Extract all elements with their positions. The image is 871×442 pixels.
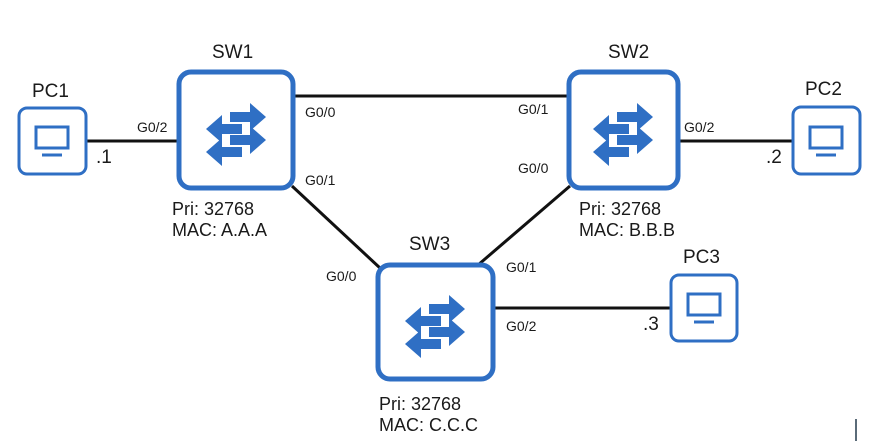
switch-icon (206, 103, 266, 166)
sw2-name: SW2 (608, 42, 650, 63)
sw1-name: SW1 (212, 42, 254, 63)
port-label-sw3-g0-0: G0/0 (326, 268, 357, 284)
sw3-name: SW3 (409, 234, 451, 255)
sw1-info: Pri: 32768 MAC: A.A.A (172, 199, 267, 241)
switch-sw2[interactable] (566, 69, 681, 191)
arrow-left-icon (206, 138, 242, 166)
pc-monitor-icon (686, 292, 722, 324)
arrow-right-icon (617, 103, 653, 131)
sw2-info: Pri: 32768 MAC: B.B.B (579, 199, 675, 241)
pc3-ip: .3 (643, 314, 659, 335)
arrow-left-icon (593, 138, 629, 166)
switch-icon (593, 103, 653, 166)
pc-monitor-icon (34, 125, 70, 157)
sw2-mac: MAC: B.B.B (579, 220, 676, 240)
switch-sw1[interactable] (176, 69, 296, 191)
monitor-screen-icon (686, 292, 722, 317)
arrow-right-icon (429, 295, 465, 323)
sw1-priority: Pri: 32768 (172, 199, 255, 219)
port-label-sw1-g0-0: G0/0 (305, 104, 336, 120)
arrow-left-icon (593, 115, 629, 143)
pc3-name: PC3 (683, 247, 720, 268)
pc2-ip: .2 (766, 147, 782, 168)
port-label-sw3-g0-2: G0/2 (506, 318, 537, 334)
switch-icon (405, 295, 465, 358)
port-label-sw1-g0-2: G0/2 (137, 119, 168, 135)
pc1-name: PC1 (32, 81, 69, 102)
link-sw1-sw3 (290, 184, 382, 270)
pc-pc2[interactable] (791, 105, 862, 176)
sw3-priority: Pri: 32768 (379, 394, 462, 414)
sw1-mac: MAC: A.A.A (172, 220, 268, 240)
pc-monitor-icon (808, 125, 844, 157)
sw3-mac: MAC: C.C.C (379, 415, 478, 435)
port-label-sw2-g0-0: G0/0 (518, 160, 549, 176)
arrow-left-icon (405, 307, 441, 335)
arrow-right-icon (230, 126, 266, 154)
monitor-screen-icon (808, 125, 844, 150)
pc-pc1[interactable] (17, 106, 88, 176)
sw2-priority: Pri: 32768 (579, 199, 662, 219)
link-sw2-sw3 (477, 184, 571, 267)
arrow-left-icon (405, 330, 441, 358)
port-label-sw1-g0-1: G0/1 (305, 172, 336, 188)
arrow-right-icon (230, 103, 266, 131)
port-label-sw2-g0-1: G0/1 (518, 101, 549, 117)
text-cursor-mark (855, 419, 857, 441)
pc2-name: PC2 (805, 79, 842, 100)
port-label-sw2-g0-2: G0/2 (684, 119, 715, 135)
pc1-ip: .1 (96, 147, 112, 168)
port-label-sw3-g0-1: G0/1 (506, 259, 537, 275)
pc-pc3[interactable] (669, 273, 739, 343)
monitor-screen-icon (34, 125, 70, 150)
sw3-info: Pri: 32768 MAC: C.C.C (379, 394, 478, 436)
arrow-right-icon (429, 318, 465, 346)
switch-sw3[interactable] (375, 262, 496, 382)
arrow-right-icon (617, 126, 653, 154)
arrow-left-icon (206, 115, 242, 143)
